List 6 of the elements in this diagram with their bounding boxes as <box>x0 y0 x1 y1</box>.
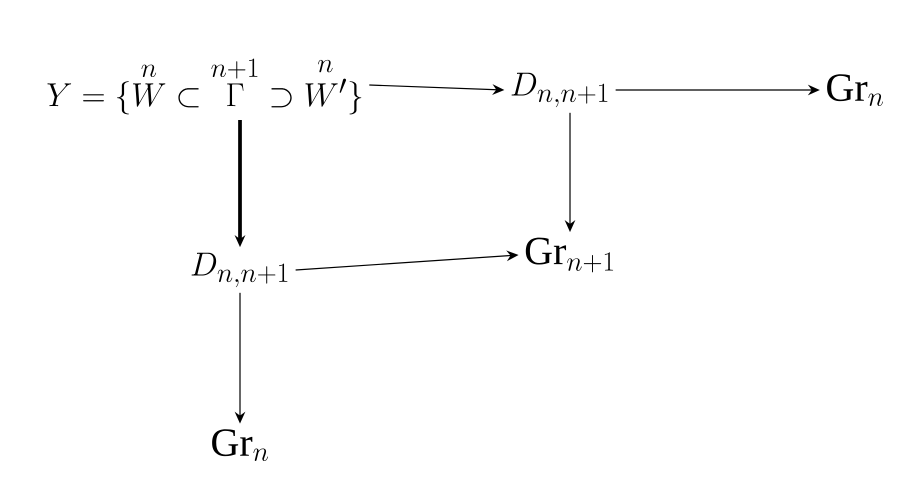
math-term: $\mathrm{Gr}_{n}$ <box>212 429 268 461</box>
math-term: $D_{n,n+1}$ <box>512 72 608 108</box>
math-term: $\mathrm{Gr}_{n}$ <box>827 74 884 106</box>
math-term: $D_{n,n+1}$ <box>192 252 288 288</box>
math-term: $Y = \{ \overset{n}{W} \subset \overset{n+1}{\Gamma} \supset \overset{n}{W'} \}$ <box>47 58 362 114</box>
math-term: $\mathrm{Gr}_{n+1}$ <box>526 238 614 272</box>
